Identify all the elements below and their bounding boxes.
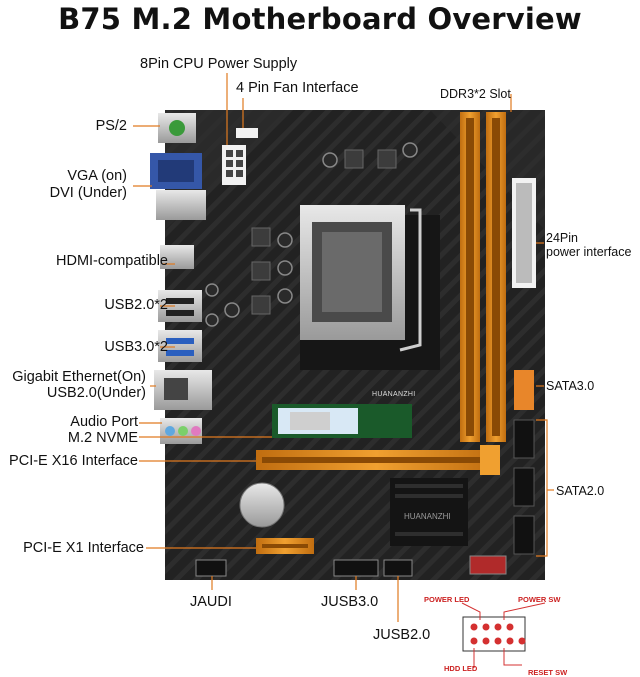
pcie-x16-slot xyxy=(256,445,500,475)
label-cpu-power: 8Pin CPU Power Supply xyxy=(140,56,298,72)
sata2-port-3 xyxy=(513,515,535,555)
hdmi-port xyxy=(160,245,194,269)
label-jaudi: JAUDI xyxy=(190,594,232,610)
cmos-battery xyxy=(239,482,285,528)
label-lan-line2: USB2.0(Under) xyxy=(46,385,146,401)
leader-lines xyxy=(133,73,554,622)
sata2-port-2 xyxy=(513,467,535,507)
vrm-chokes xyxy=(251,149,397,315)
ddr3-slots xyxy=(460,112,506,442)
board-brand-mark: HUANANZHI xyxy=(372,391,416,398)
label-audio: Audio Port xyxy=(70,414,138,430)
label-pcie1: PCI-E X1 Interface xyxy=(23,540,144,556)
label-power-led: POWER LED xyxy=(424,595,470,604)
sata2-port-1 xyxy=(513,419,535,459)
chipset-heatsink xyxy=(390,478,468,546)
front-panel-pin-diagram xyxy=(461,602,546,668)
m2-slot xyxy=(272,404,412,438)
label-24pin-line1: 24Pin xyxy=(546,231,578,245)
label-ddr3: DDR3*2 Slot xyxy=(440,87,511,101)
label-hdmi: HDMI-compatible xyxy=(56,253,168,269)
label-lan-line1: Gigabit Ethernet(On) xyxy=(12,369,146,385)
capacitors xyxy=(205,142,418,327)
label-usb2: USB2.0*2 xyxy=(104,297,168,313)
label-usb3: USB3.0*2 xyxy=(104,339,168,355)
label-pcie16: PCI-E X16 Interface xyxy=(9,453,138,469)
cpu-fan-header xyxy=(236,128,258,138)
label-fan: 4 Pin Fan Interface xyxy=(236,80,359,96)
label-jusb3: JUSB3.0 xyxy=(321,594,379,610)
label-24pin-line2: power interface xyxy=(546,245,632,259)
bottom-headers xyxy=(195,555,507,577)
label-sata2: SATA2.0 xyxy=(556,484,605,498)
label-vga-line1: VGA (on) xyxy=(67,168,127,184)
label-ps2: PS/2 xyxy=(95,118,127,134)
heatsink-brand-mark: HUANANZHI xyxy=(404,512,451,521)
label-m2: M.2 NVME xyxy=(67,430,138,446)
page-title: B75 M.2 Motherboard Overview xyxy=(58,2,582,36)
label-sata3: SATA3.0 xyxy=(546,379,595,393)
cpu-socket xyxy=(300,205,422,352)
sata3-port xyxy=(514,370,534,410)
dvi-port xyxy=(156,190,206,220)
label-reset-sw: RESET SW xyxy=(528,668,568,677)
usb3-ports xyxy=(158,330,202,362)
label-power-sw: POWER SW xyxy=(518,595,561,604)
pcb-board xyxy=(165,110,545,580)
label-jusb2: JUSB2.0 xyxy=(373,627,431,643)
label-hdd-led: HDD LED xyxy=(444,664,478,673)
label-vga-line2: DVI (Under) xyxy=(49,185,127,201)
